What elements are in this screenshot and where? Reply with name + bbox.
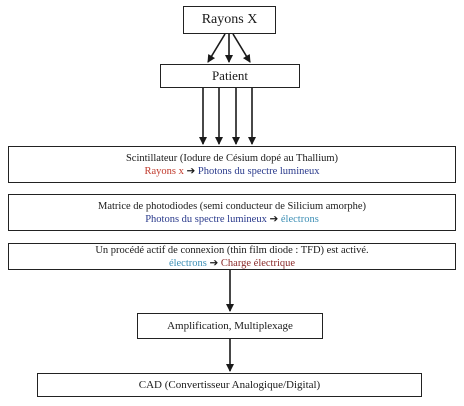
node-matrice-from: Photons du spectre lumineux bbox=[145, 214, 267, 225]
node-rayons-x: Rayons X bbox=[183, 6, 276, 34]
node-rayons-x-label: Rayons X bbox=[201, 12, 258, 27]
node-patient-label: Patient bbox=[211, 68, 249, 83]
node-procede-from: électrons bbox=[168, 258, 207, 269]
node-procede-to: Charge électrique bbox=[220, 258, 296, 269]
node-matrice: Matrice de photodiodes (semi conducteur … bbox=[8, 194, 456, 231]
node-matrice-flow: Photons du spectre lumineux ➔ électrons bbox=[9, 213, 455, 226]
node-procede-arrow: ➔ bbox=[209, 258, 219, 269]
node-procede: Un procédé actif de connexion (thin film… bbox=[8, 243, 456, 270]
node-scintillateur-from: Rayons x bbox=[144, 166, 184, 177]
arrow-rayons-patient-3 bbox=[232, 33, 251, 63]
node-matrice-title: Matrice de photodiodes (semi conducteur … bbox=[98, 201, 366, 212]
node-matrice-to: électrons bbox=[280, 214, 319, 225]
node-procede-title: Un procédé actif de connexion (thin film… bbox=[95, 245, 369, 256]
node-amplification-label: Amplification, Multiplexage bbox=[167, 320, 293, 332]
node-scintillateur: Scintillateur (Iodure de Césium dopé au … bbox=[8, 146, 456, 183]
arrows-rayons-to-patient bbox=[207, 33, 251, 63]
node-scintillateur-arrow: ➔ bbox=[186, 166, 196, 177]
node-procede-flow: électrons ➔ Charge électrique bbox=[9, 257, 455, 270]
node-amplification: Amplification, Multiplexage bbox=[137, 313, 323, 339]
node-scintillateur-to: Photons du spectre lumineux bbox=[197, 166, 320, 177]
node-cad: CAD (Convertisseur Analogique/Digital) bbox=[37, 373, 422, 397]
arrows-patient-to-scintillateur bbox=[199, 88, 256, 145]
node-scintillateur-title: Scintillateur (Iodure de Césium dopé au … bbox=[125, 153, 339, 164]
arrow-rayons-patient-1 bbox=[207, 33, 226, 63]
node-matrice-arrow: ➔ bbox=[269, 214, 279, 225]
node-cad-label: CAD (Convertisseur Analogique/Digital) bbox=[138, 379, 321, 391]
node-scintillateur-flow: Rayons x ➔ Photons du spectre lumineux bbox=[9, 165, 455, 178]
node-patient: Patient bbox=[160, 64, 300, 88]
